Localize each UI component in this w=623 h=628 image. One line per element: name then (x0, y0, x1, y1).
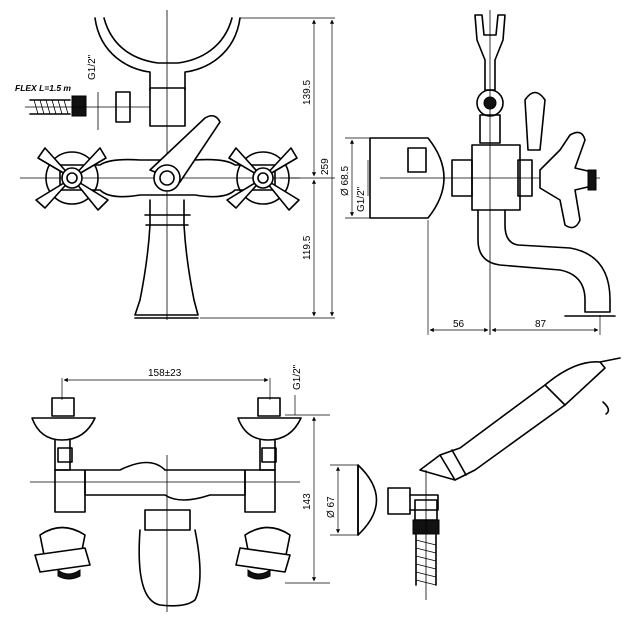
dim-143: 143 (302, 493, 313, 510)
hose-connector (25, 91, 150, 130)
dim-87: 87 (535, 319, 547, 330)
dim-139-5: 139.5 (302, 80, 313, 105)
side-view: Ø 68.5 G1/2" 56 87 (340, 10, 616, 335)
thread-label-plan: G1/2" (292, 364, 303, 390)
plan-view: 158±23 G1/2" 143 (30, 364, 330, 612)
dim-diameter-68-5: Ø 68.5 (340, 166, 351, 196)
dim-158-23: 158±23 (148, 368, 182, 379)
front-view: FLEX L=1.5 m G1/2" 139.5 119.5 259 (15, 10, 335, 320)
thread-label-side: G1/2" (356, 186, 367, 212)
hand-shower-detail: Ø 67 (326, 357, 621, 600)
right-cross-handle (226, 147, 300, 211)
dim-diameter-67: Ø 67 (326, 496, 337, 518)
flex-label: FLEX L=1.5 m (15, 83, 71, 93)
left-cross-handle (35, 147, 109, 211)
dim-119-5: 119.5 (302, 235, 313, 260)
thread-label-front: G1/2" (87, 54, 98, 80)
dim-259: 259 (320, 158, 331, 175)
dim-56: 56 (453, 319, 465, 330)
diverter-lever (149, 114, 221, 192)
